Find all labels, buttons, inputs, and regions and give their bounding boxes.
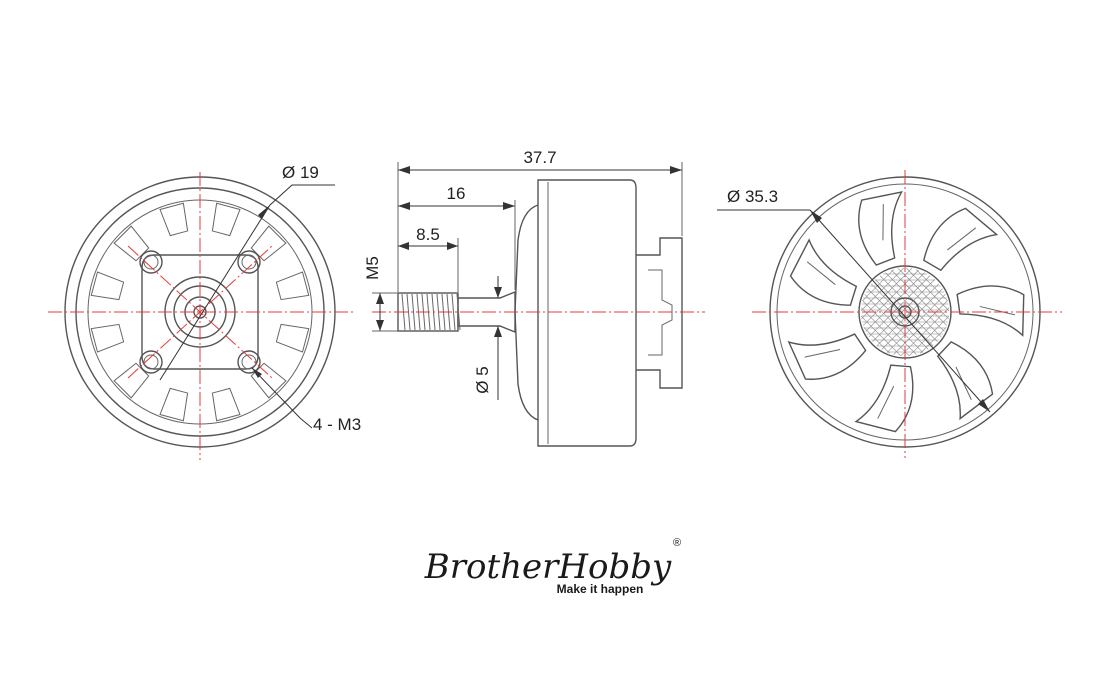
bell-window [956, 285, 1025, 337]
bell-housing [537, 179, 637, 447]
bell-window [923, 207, 999, 272]
mount-hole [237, 250, 261, 274]
stator-slot [90, 323, 125, 353]
bell-view: Ø 35.3 [717, 170, 1062, 458]
shaft-length-dimension: 16 [447, 184, 466, 203]
stator-slot [90, 271, 125, 301]
overall-length-dimension: 37.7 [523, 148, 556, 167]
stator-slot [211, 387, 241, 422]
bell-spokes [787, 191, 1025, 433]
stator-slots [90, 202, 310, 422]
brand-name: BrotherHobby [424, 547, 672, 587]
bell-window [936, 340, 994, 421]
stator-slot [113, 362, 150, 399]
shaft-diameter-dimension: Ø 5 [473, 366, 492, 393]
thread-length-dimension: 8.5 [416, 225, 440, 244]
thread-size-dimension: M5 [363, 256, 382, 280]
stator-slot [250, 362, 287, 399]
hub-pattern [860, 267, 950, 357]
body-diameter-dimension: Ø 35.3 [727, 187, 778, 206]
base-mount [636, 237, 683, 389]
mount-holes-label: 4 - M3 [313, 415, 361, 434]
stator-slot [275, 323, 310, 353]
bell-window [858, 191, 903, 266]
stator-slot [159, 202, 189, 237]
brand-logo: BrotherHobby ® Make it happen [424, 537, 681, 596]
side-view: 37.7 16 8.5 M5 Ø 5 [363, 148, 705, 447]
stator-slot [113, 225, 150, 262]
bell-window [854, 364, 914, 433]
bell-window [789, 238, 858, 306]
stator-slot [211, 202, 241, 237]
bell-window [787, 333, 867, 380]
stator-slot [275, 271, 310, 301]
mount-hole [237, 350, 261, 374]
hole-circle-dimension: Ø 19 [282, 163, 319, 182]
mount-hole [139, 350, 163, 374]
mount-plate [141, 254, 259, 370]
stator-slot [250, 225, 287, 262]
front-view: Ø 19 4 - M3 [48, 163, 361, 460]
brand-tagline: Make it happen [557, 582, 644, 596]
mount-hole [139, 250, 163, 274]
stator-slot [159, 387, 189, 422]
registered-mark: ® [673, 537, 681, 549]
